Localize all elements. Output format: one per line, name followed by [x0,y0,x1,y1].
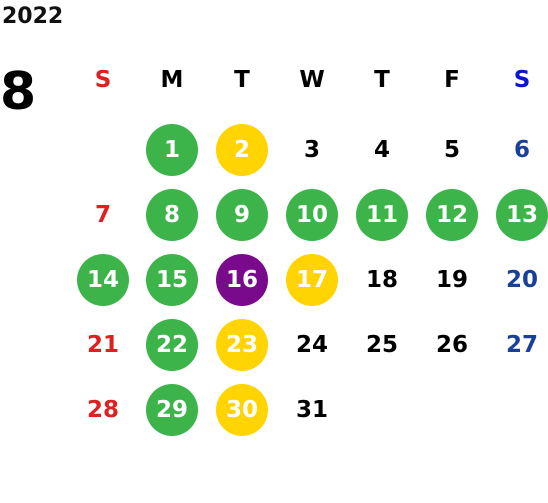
day-27[interactable]: 27 [505,332,538,358]
day-17[interactable]: 17 [286,254,338,306]
weekday-0: S [94,67,112,93]
day-3[interactable]: 3 [303,137,320,163]
weekday-3: W [299,67,325,93]
day-13[interactable]: 13 [496,189,548,241]
year-label: 2022 [2,4,64,29]
day-7[interactable]: 7 [94,202,111,228]
day-26[interactable]: 26 [435,332,468,358]
day-29[interactable]: 29 [146,384,198,436]
day-25[interactable]: 25 [365,332,398,358]
day-21[interactable]: 21 [86,332,119,358]
day-4[interactable]: 4 [373,137,390,163]
day-15[interactable]: 15 [146,254,198,306]
day-11[interactable]: 11 [356,189,408,241]
day-20[interactable]: 20 [505,267,538,293]
day-23[interactable]: 23 [216,319,268,371]
weekday-1: M [160,67,184,93]
day-12[interactable]: 12 [426,189,478,241]
weekday-6: S [513,67,531,93]
day-19[interactable]: 19 [435,267,468,293]
weekday-2: T [234,67,250,93]
day-5[interactable]: 5 [443,137,460,163]
day-2[interactable]: 2 [216,124,268,176]
day-9[interactable]: 9 [216,189,268,241]
day-10[interactable]: 10 [286,189,338,241]
day-18[interactable]: 18 [365,267,398,293]
month-label: 8 [0,62,37,122]
day-31[interactable]: 31 [295,397,328,423]
weekday-5: F [444,67,460,93]
day-24[interactable]: 24 [295,332,328,358]
day-22[interactable]: 22 [146,319,198,371]
day-28[interactable]: 28 [86,397,119,423]
day-30[interactable]: 30 [216,384,268,436]
day-6[interactable]: 6 [513,137,530,163]
day-16[interactable]: 16 [216,254,268,306]
day-1[interactable]: 1 [146,124,198,176]
weekday-4: T [374,67,390,93]
day-14[interactable]: 14 [77,254,129,306]
day-8[interactable]: 8 [146,189,198,241]
